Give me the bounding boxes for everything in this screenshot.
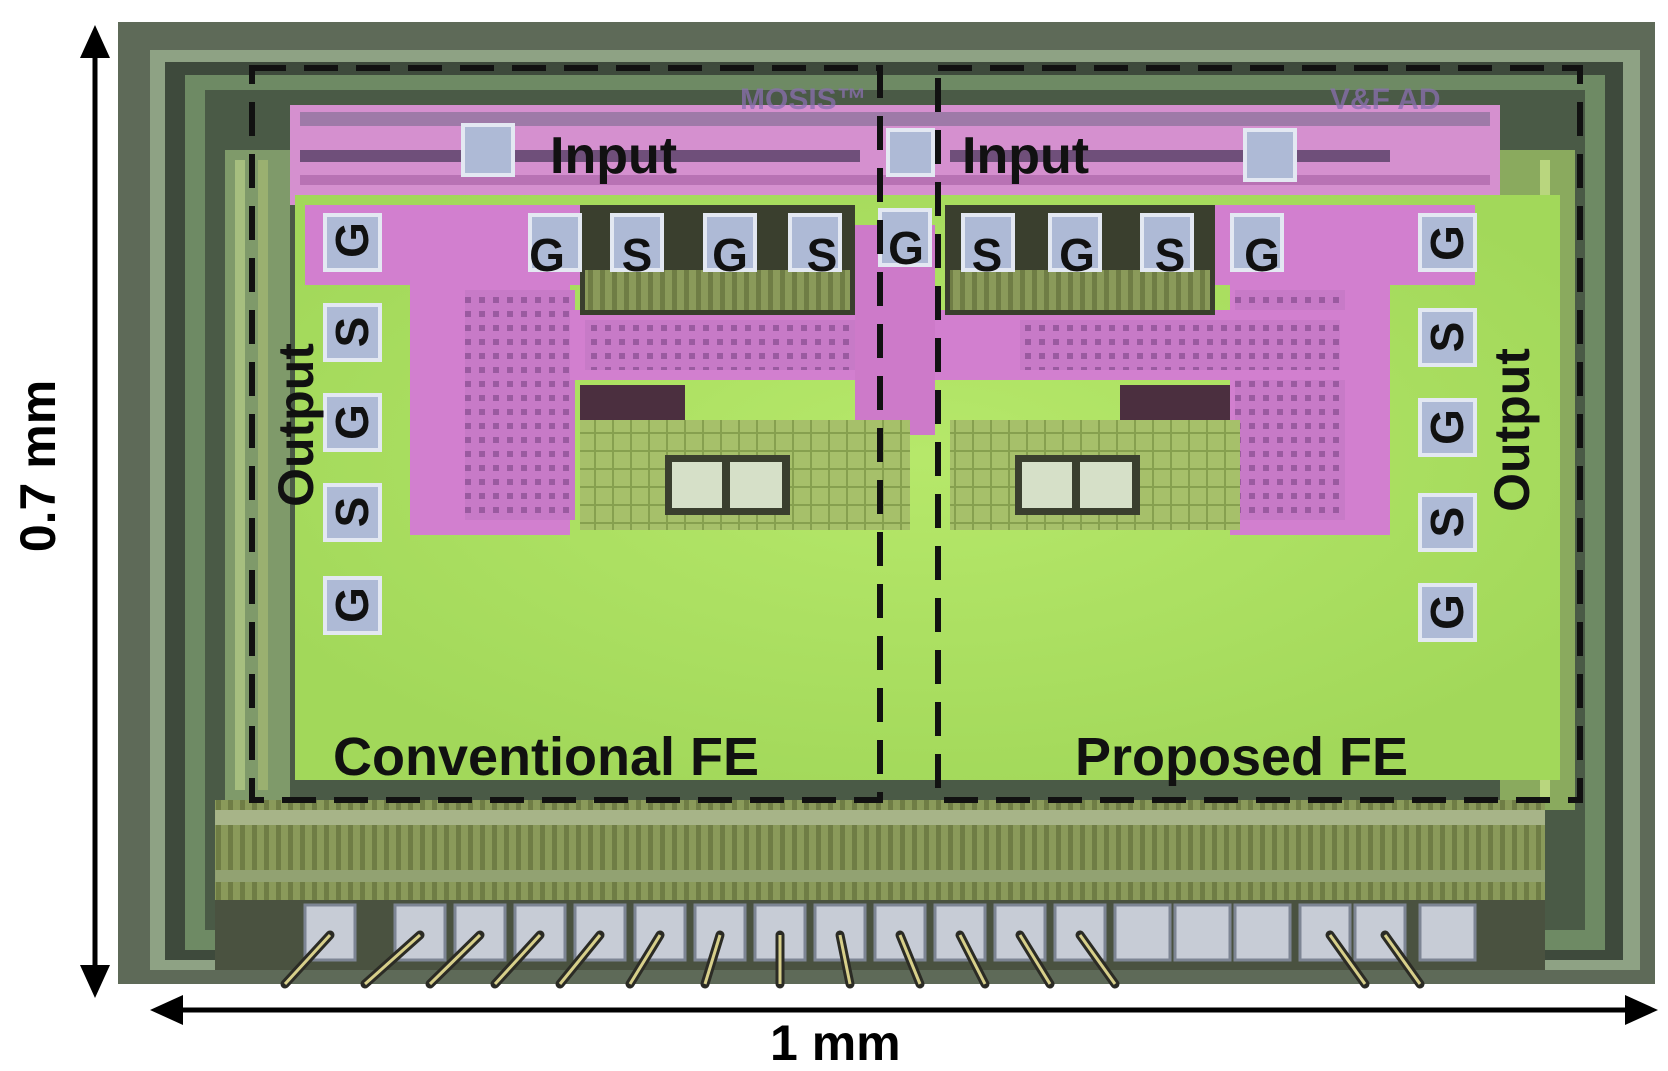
proposed-fe-box (935, 65, 1583, 803)
top-pad-right-2: G (1059, 229, 1095, 281)
top-pad-right-1: S (971, 229, 1003, 281)
vertical-dimension-arrow (80, 25, 110, 998)
top-pad-left-1: G (529, 229, 565, 281)
conventional-fe-caption: Conventional FE (333, 727, 760, 787)
horizontal-dimension-arrow (150, 995, 1658, 1025)
top-probe-pads (461, 123, 1297, 272)
left-side-pad-3: G (326, 404, 378, 440)
top-pad-left-2: S (621, 229, 653, 281)
right-output-label: Output (1484, 348, 1540, 512)
top-pad-right-4: G (1244, 229, 1280, 281)
right-side-pad-3: G (1421, 409, 1473, 445)
right-input-label: Input (962, 127, 1090, 185)
conventional-fe-box (249, 65, 883, 803)
top-pad-left-3: G (712, 229, 748, 281)
right-side-pad-1: G (1421, 225, 1473, 261)
vendor-logo-mark: V&F AD (1330, 83, 1441, 116)
left-side-pad-1: G (326, 222, 378, 258)
right-side-pad-5: G (1421, 594, 1473, 630)
height-dimension-label: 0.7 mm (10, 379, 66, 553)
side-probe-pads (323, 213, 1477, 642)
width-dimension-label: 1 mm (770, 1015, 901, 1071)
left-side-pad-2: S (326, 316, 378, 348)
proposed-fe-caption: Proposed FE (1075, 727, 1409, 787)
top-pad-right-3: S (1154, 229, 1186, 281)
right-side-pad-4: S (1421, 506, 1473, 538)
top-pad-left-4: S (806, 229, 838, 281)
top-pad-center: G (888, 222, 924, 274)
left-side-pad-5: G (326, 587, 378, 623)
left-output-label: Output (268, 343, 324, 507)
right-side-pad-2: S (1421, 321, 1473, 353)
left-input-label: Input (550, 127, 678, 185)
mosis-mark: MOSIS™ (740, 83, 867, 116)
left-side-pad-4: S (326, 496, 378, 528)
